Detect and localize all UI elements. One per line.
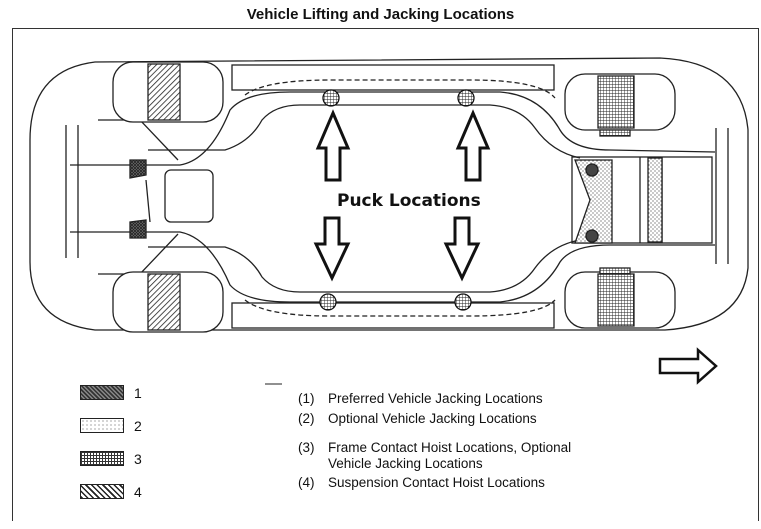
puck-circle-icon	[322, 89, 340, 107]
legend-note: (4) Suspension Contact Hoist Locations	[298, 475, 545, 491]
front-direction-arrow-icon	[658, 347, 718, 385]
note-text-continuation: Vehicle Jacking Locations	[328, 456, 483, 471]
body-outline	[29, 57, 749, 331]
legend-number: 4	[134, 484, 142, 500]
puck-locations-label: Puck Locations	[337, 191, 481, 211]
note-text: Suspension Contact Hoist Locations	[328, 475, 545, 490]
legend-swatch-diagonal-hatch	[80, 484, 124, 499]
diagram-frame	[12, 28, 759, 521]
legend-swatch-light-stipple	[80, 418, 124, 433]
frame-outline	[70, 91, 716, 166]
frame-rail-right	[715, 128, 729, 264]
note-text: Preferred Vehicle Jacking Locations	[328, 391, 543, 406]
rear-crossmember	[571, 156, 713, 244]
note-text: Frame Contact Hoist Locations, Optional	[328, 440, 572, 455]
legend-swatch-grid-crosshatch	[80, 451, 124, 466]
note-index: (3)	[298, 440, 315, 455]
note-index: (2)	[298, 411, 315, 426]
frame-rail-left	[65, 125, 79, 258]
puck-circle-icon	[319, 293, 337, 311]
legend-note: (1) Preferred Vehicle Jacking Locations	[298, 391, 543, 407]
legend-number: 2	[134, 418, 142, 434]
legend-number: 1	[134, 385, 142, 401]
down-arrow-icon	[443, 216, 481, 282]
front-crossmember-box	[164, 169, 214, 223]
note-index: (1)	[298, 391, 315, 406]
legend-number: 3	[134, 451, 142, 467]
legend-swatch-dark-crosshatch	[80, 385, 124, 400]
legend-note: (2) Optional Vehicle Jacking Locations	[298, 411, 537, 427]
puck-circle-icon	[454, 293, 472, 311]
rocker-panel-bottom	[231, 302, 555, 329]
diagram-title: Vehicle Lifting and Jacking Locations	[246, 6, 515, 23]
note-index: (4)	[298, 475, 315, 490]
note-text: Optional Vehicle Jacking Locations	[328, 411, 537, 426]
up-arrow-icon	[455, 109, 491, 182]
down-arrow-icon	[313, 216, 351, 282]
rocker-panel-top	[231, 64, 555, 91]
legend-note: (3) Frame Contact Hoist Locations, Option…	[298, 440, 571, 472]
up-arrow-icon	[315, 109, 351, 182]
puck-circle-icon	[457, 89, 475, 107]
